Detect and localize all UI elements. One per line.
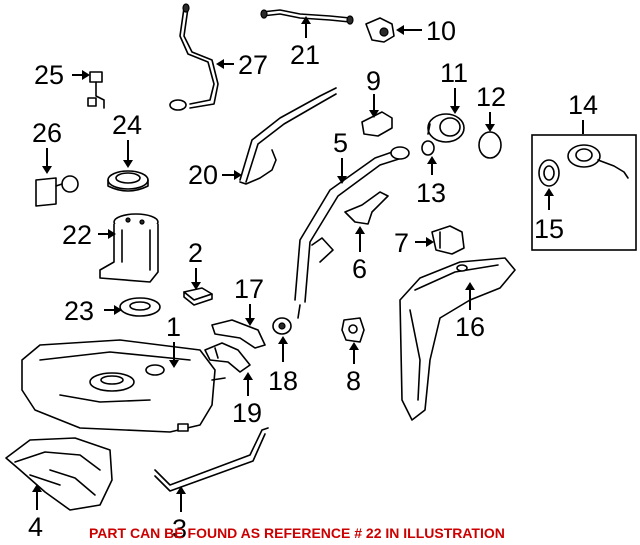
callout-5: 5 xyxy=(333,128,348,158)
callout-12: 12 xyxy=(476,82,506,112)
part-clip-8 xyxy=(341,317,365,343)
callout-17: 17 xyxy=(234,274,264,304)
part-box-14 xyxy=(531,134,637,251)
part-tube-20 xyxy=(239,87,337,185)
part-tank-strap xyxy=(154,427,269,492)
callout-3: 3 xyxy=(172,514,187,544)
callout-24: 24 xyxy=(112,110,142,140)
part-bracket-6 xyxy=(344,191,389,225)
part-valve-10 xyxy=(365,17,395,43)
callout-22: 22 xyxy=(62,220,92,250)
part-sender-26 xyxy=(35,175,79,207)
part-heat-shield xyxy=(5,437,113,511)
callout-26: 26 xyxy=(32,118,62,148)
callout-15: 15 xyxy=(534,214,564,244)
part-bracket-9 xyxy=(361,111,393,137)
callout-21: 21 xyxy=(290,40,320,70)
callout-2: 2 xyxy=(188,238,203,268)
callout-1: 1 xyxy=(166,312,181,342)
part-clip-7 xyxy=(431,225,465,255)
callout-10: 10 xyxy=(426,16,456,46)
callout-27: 27 xyxy=(238,50,268,80)
part-line-27 xyxy=(169,3,219,111)
part-fuel-pump xyxy=(99,213,159,283)
part-pad xyxy=(183,287,213,306)
callout-13: 13 xyxy=(416,178,446,208)
reference-note: PART CAN BE FOUND AS REFERENCE # 22 IN I… xyxy=(89,525,505,541)
callout-23: 23 xyxy=(64,296,94,326)
callout-16: 16 xyxy=(455,312,485,342)
callout-9: 9 xyxy=(366,66,381,96)
part-fuel-cap xyxy=(427,113,465,143)
part-hose-19 xyxy=(204,342,251,373)
callout-8: 8 xyxy=(346,366,361,396)
part-o-ring-12 xyxy=(478,131,502,159)
part-clamp-18 xyxy=(272,317,292,335)
part-lock-ring-24 xyxy=(107,170,149,192)
part-fuel-tank xyxy=(21,339,226,433)
part-hose-17 xyxy=(211,319,266,349)
callout-20: 20 xyxy=(188,160,218,190)
callout-14: 14 xyxy=(568,90,598,120)
callout-18: 18 xyxy=(268,366,298,396)
callout-11: 11 xyxy=(440,58,468,88)
part-ring-13 xyxy=(421,140,435,156)
part-tube-21 xyxy=(260,9,354,25)
callout-4: 4 xyxy=(28,512,43,542)
callout-7: 7 xyxy=(394,228,409,258)
part-sensor-25 xyxy=(87,71,105,109)
part-gasket-23 xyxy=(119,297,161,317)
leader-lines xyxy=(32,16,584,512)
callout-19: 19 xyxy=(232,398,262,428)
callout-numbers: 1 2 3 4 5 6 7 8 9 10 11 12 13 14 15 16 1… xyxy=(28,16,598,544)
part-filler-pipe xyxy=(294,146,410,319)
callout-25: 25 xyxy=(34,60,64,90)
callout-6: 6 xyxy=(352,254,367,284)
